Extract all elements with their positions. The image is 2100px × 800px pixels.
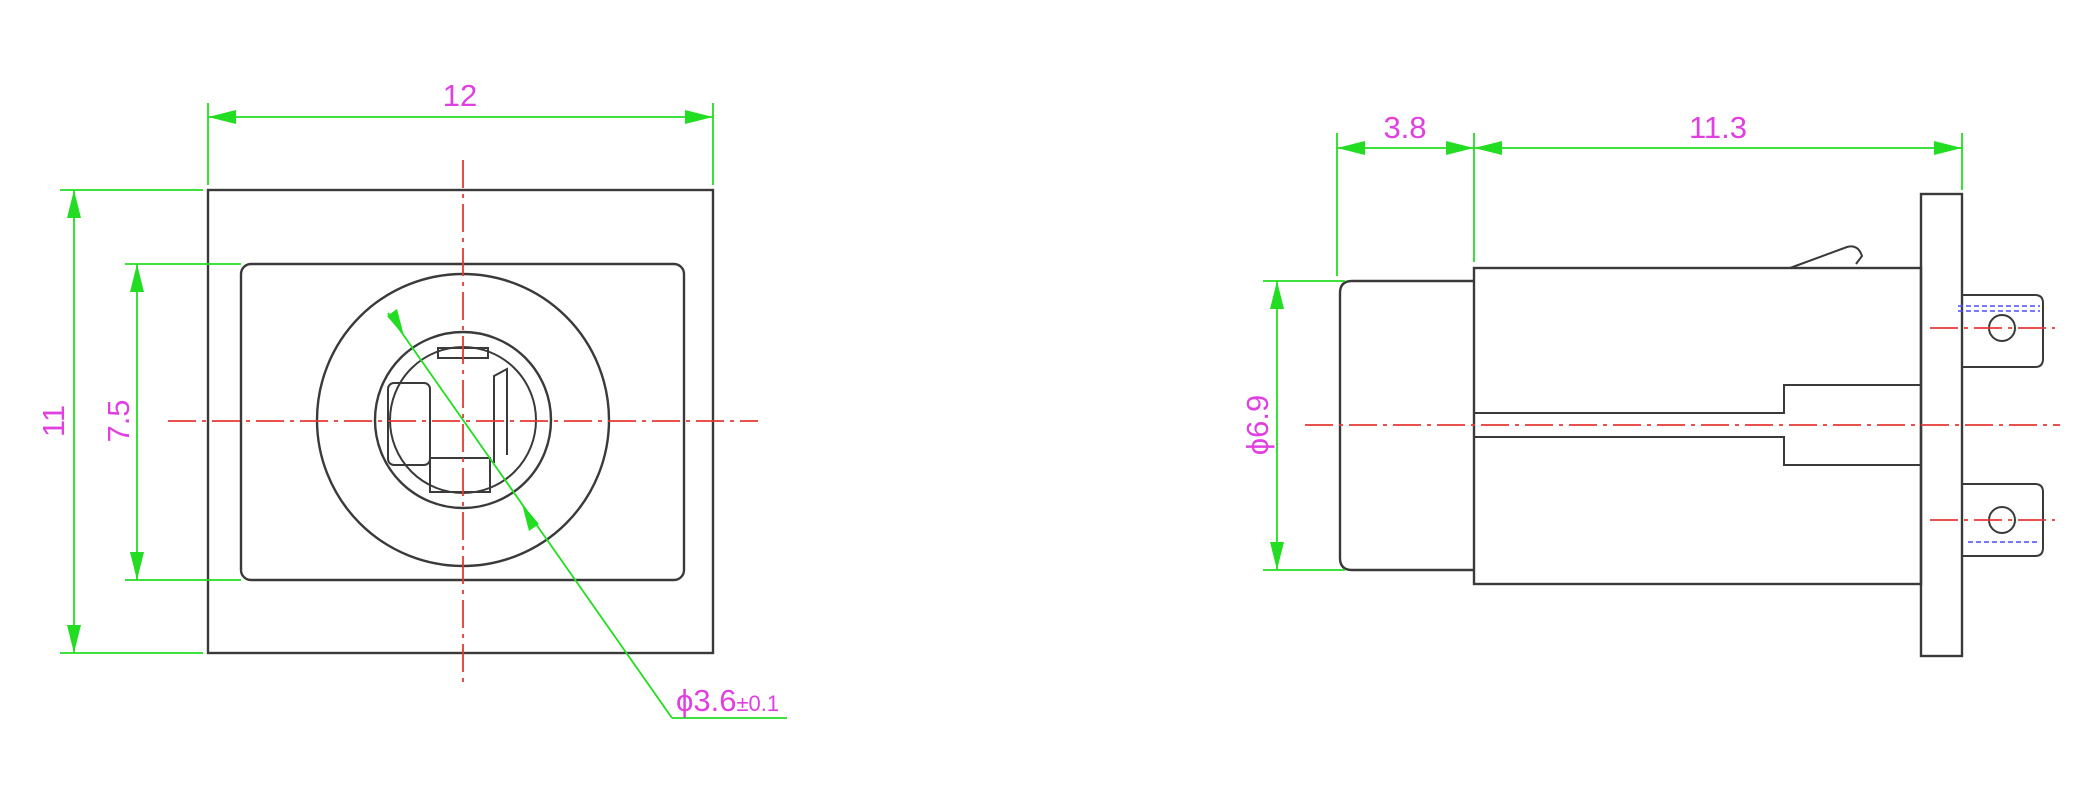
width-dimension: 12: [207, 78, 714, 185]
front-length-dim-label: 3.8: [1383, 110, 1426, 145]
diameter-dimension: ϕ6.9: [1240, 280, 1345, 571]
socket-left-slot: [387, 382, 431, 466]
front-view: 12 11 7.5 ϕ3.6±0.1: [36, 78, 787, 719]
side-inner-step-lower: [1474, 436, 1921, 466]
diameter-dim-label: ϕ6.9: [1240, 395, 1275, 455]
side-main-body: [1472, 266, 1923, 586]
inner-height-dim-label: 7.5: [101, 399, 136, 442]
hole-diameter-leader: ϕ3.6±0.1: [387, 309, 787, 719]
socket-bottom-tab: [429, 457, 491, 493]
front-length-dimension: 3.8: [1336, 110, 1475, 276]
side-view: 3.8 11.3 ϕ6.9: [1240, 110, 2060, 658]
width-dim-label: 12: [443, 78, 477, 113]
hole-dim-tolerance: ±0.1: [736, 691, 779, 716]
body-length-dimension: 11.3: [1474, 110, 1963, 190]
inner-height-dimension: 7.5: [101, 263, 241, 581]
side-top-terminal: [1962, 294, 2044, 368]
hole-dim-symbol: ϕ3.6: [676, 683, 736, 718]
socket-right-pin: [493, 367, 508, 463]
body-length-dim-label: 11.3: [1689, 110, 1747, 145]
hole-dim-label: ϕ3.6±0.1: [676, 683, 779, 718]
height-dim-label: 11: [36, 405, 71, 437]
side-top-wire: [1789, 245, 1864, 269]
side-inner-step: [1474, 384, 1921, 414]
jack-inner-ring: [373, 330, 553, 510]
height-dimension: 11: [36, 189, 203, 654]
